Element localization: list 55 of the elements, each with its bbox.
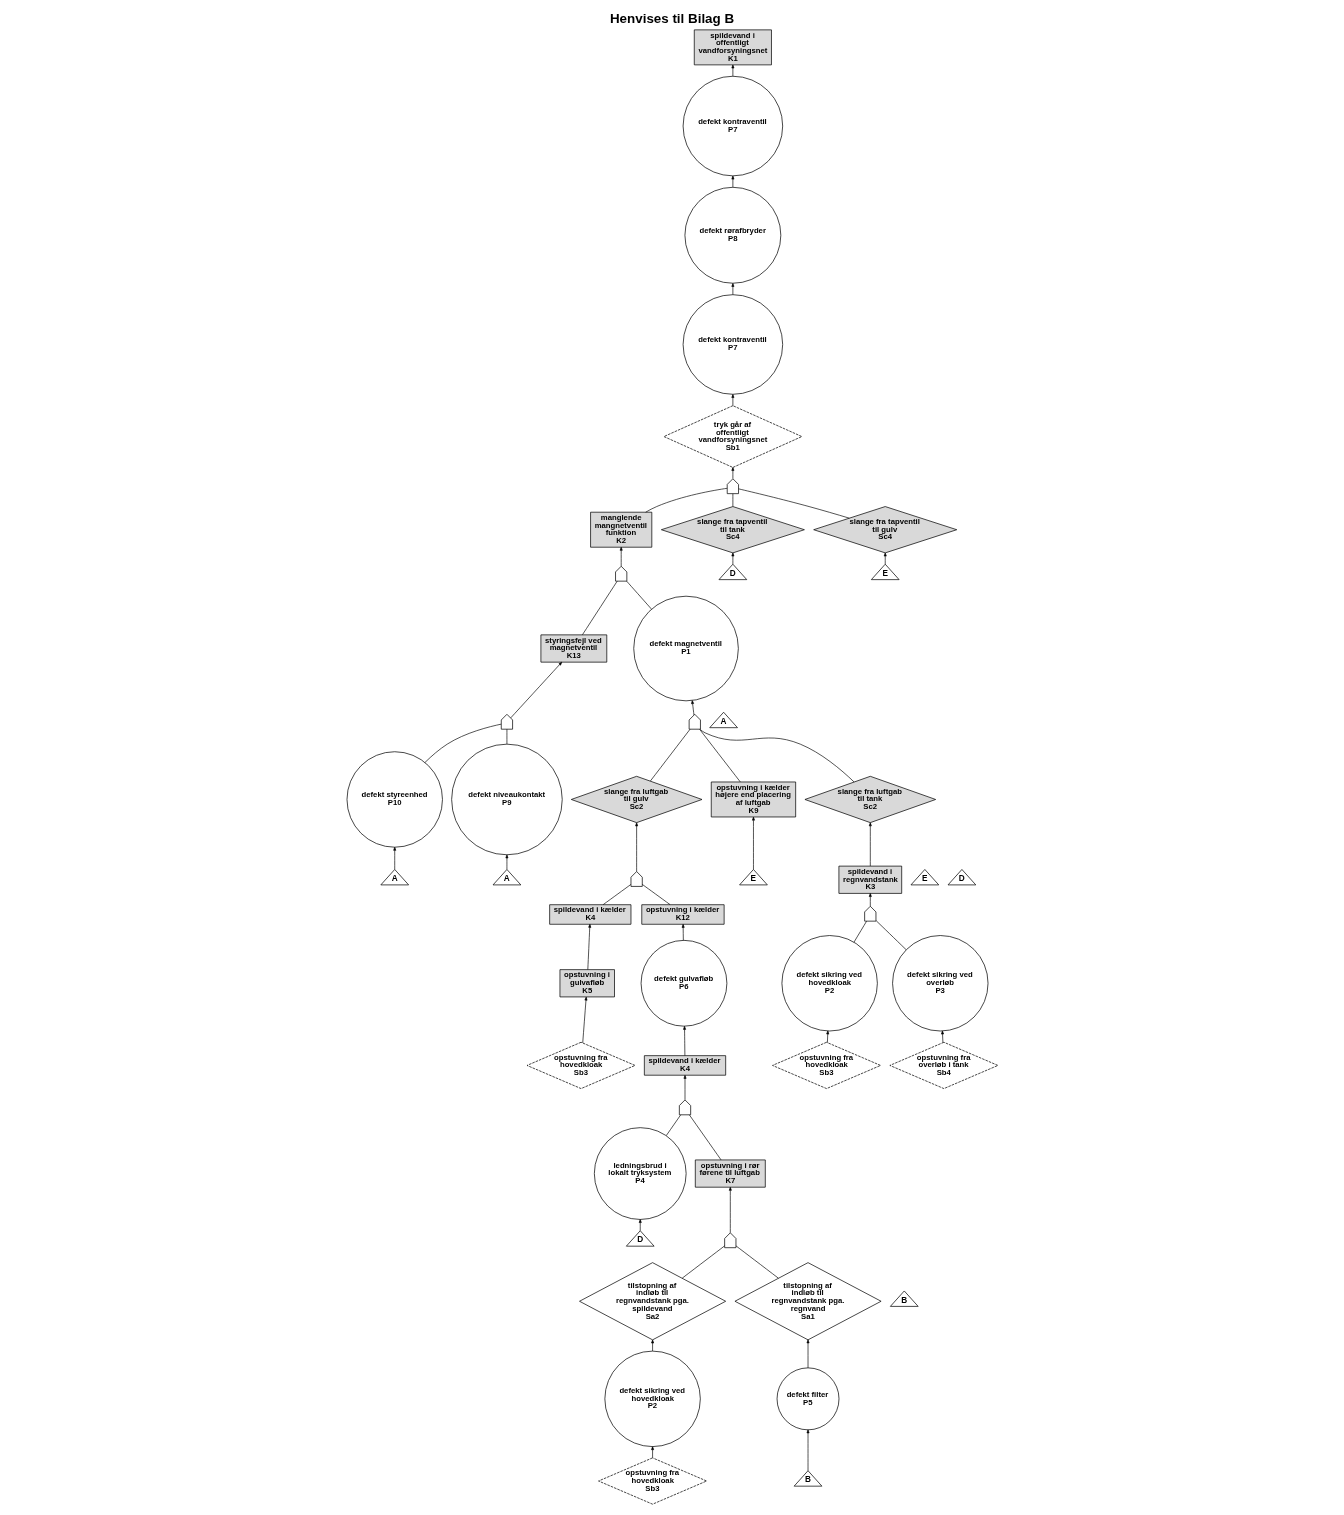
arrow	[634, 822, 638, 872]
node-gate	[723, 1232, 736, 1249]
node-gate	[726, 478, 739, 495]
diagram-title: Henvises til Bilag B	[609, 11, 734, 27]
node-gate	[688, 713, 701, 730]
node-gate	[500, 713, 513, 730]
connector	[737, 488, 850, 519]
arrow	[730, 467, 734, 479]
connector	[853, 920, 867, 943]
connector	[688, 1114, 721, 1161]
arrow	[690, 700, 694, 716]
arrow	[730, 394, 734, 406]
connector	[699, 729, 854, 783]
node-gate	[863, 905, 876, 922]
arrow	[883, 552, 887, 565]
arrow	[619, 546, 623, 567]
connector	[875, 920, 906, 950]
connector	[581, 580, 617, 636]
connector	[665, 1114, 681, 1136]
arrow	[650, 1339, 654, 1352]
connector	[424, 723, 501, 763]
arrow	[730, 552, 734, 565]
arrow	[868, 822, 872, 867]
arrow	[751, 816, 755, 870]
arrow	[682, 1026, 686, 1056]
connector	[602, 884, 631, 905]
arrow	[681, 924, 685, 941]
connector	[649, 728, 690, 782]
arrow	[806, 1429, 809, 1472]
connector	[641, 884, 670, 905]
connector	[644, 487, 727, 513]
arrow	[730, 64, 734, 77]
node-gate	[614, 565, 627, 582]
arrow	[587, 923, 591, 970]
node-gate	[630, 871, 643, 887]
connector	[698, 728, 741, 783]
arrow	[728, 1186, 732, 1234]
arrow	[868, 893, 872, 907]
arrow	[806, 1339, 809, 1369]
connector	[681, 1245, 725, 1279]
connector	[732, 493, 733, 507]
arrow	[683, 1075, 686, 1101]
arrow	[581, 996, 587, 1044]
node-gate	[678, 1099, 691, 1116]
arrow	[940, 1030, 944, 1043]
arrow	[505, 854, 508, 870]
arrow	[392, 846, 396, 870]
arrow	[650, 1446, 654, 1458]
arrow	[730, 283, 734, 295]
arrow	[638, 1219, 642, 1232]
arrow	[825, 1030, 829, 1043]
arrow	[730, 175, 734, 188]
connector	[625, 580, 652, 610]
connector	[735, 1245, 779, 1279]
arrow	[509, 661, 562, 719]
